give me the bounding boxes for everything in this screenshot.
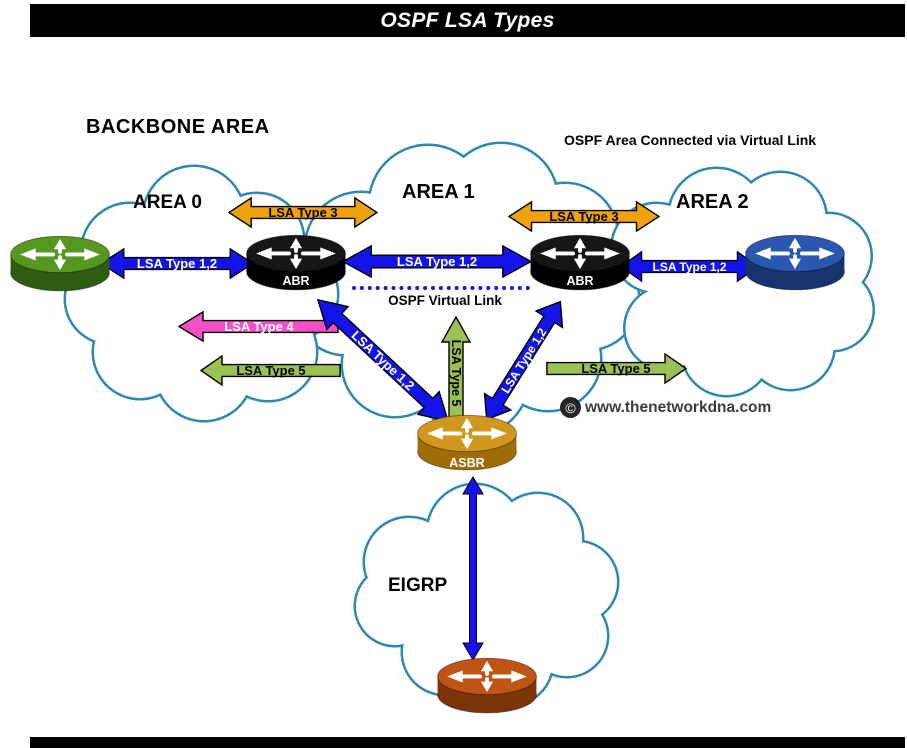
router-abr-right: ABR — [528, 232, 632, 294]
abr-left-label: ABR — [282, 274, 310, 288]
arrow-label: LSA Type 5 — [236, 363, 306, 378]
arrow-lsa-type5-left: LSA Type 5 — [201, 355, 341, 386]
area1-label: AREA 1 — [402, 181, 475, 203]
eigrp-label: EIGRP — [388, 575, 448, 596]
arrow-label: LSA Type 5 — [581, 361, 651, 376]
arrow-lsa-type12-left: LSA Type 1,2 — [101, 248, 253, 279]
arrow-lsa-type12-right: LSA Type 1,2 — [621, 251, 758, 282]
router-icon — [10, 235, 110, 292]
ospf-virtual-link-line — [352, 286, 530, 290]
router-icon — [437, 657, 537, 714]
watermark-text: www.thenetworkdna.com — [585, 398, 772, 416]
router-abr-left: ABR — [244, 232, 348, 294]
arrow-label: LSA Type 1,2 — [136, 256, 218, 271]
virtual-link-note: OSPF Area Connected via Virtual Link — [564, 132, 817, 148]
router-area0 — [8, 233, 112, 295]
arrow-label: LSA Type 3 — [549, 209, 619, 224]
ospf-virtual-link-label: OSPF Virtual Link — [388, 293, 502, 308]
page-title: OSPF LSA Types — [380, 8, 555, 32]
arrow-label: LSA Type 4 — [224, 319, 294, 334]
arrow-label: LSA Type 5 — [449, 339, 463, 407]
asbr-eigrp-link-arrow — [462, 476, 484, 661]
router-icon — [417, 414, 517, 471]
arrow-lsa-type5-right: LSA Type 5 — [546, 353, 686, 384]
abr-right-label: ABR — [566, 274, 594, 288]
title-bar: OSPF LSA Types — [30, 4, 905, 37]
router-eigrp — [435, 655, 539, 717]
arrow-lsa-type3-left: LSA Type 3 — [229, 197, 377, 228]
watermark: © www.thenetworkdna.com — [560, 397, 771, 418]
arrow-lsa-type12-diagonal-right: LSA Type 1,2 — [473, 293, 575, 428]
asbr-label: ASBR — [449, 456, 485, 470]
router-icon — [745, 234, 845, 291]
router-icon — [246, 234, 346, 291]
bottom-bar — [30, 737, 905, 748]
area2-label: AREA 2 — [676, 191, 749, 213]
router-icon — [530, 234, 630, 291]
router-area2 — [743, 232, 847, 294]
arrow-label: LSA Type 1,2 — [652, 259, 727, 274]
area0-label: AREA 0 — [133, 192, 202, 213]
backbone-area-label: BACKBONE AREA — [86, 116, 270, 138]
copyright-icon: © — [560, 397, 581, 418]
router-asbr: ASBR — [415, 412, 519, 474]
arrow-lsa-type3-right: LSA Type 3 — [509, 201, 659, 232]
arrow-label: LSA Type 1,2 — [396, 254, 478, 269]
arrow-lsa-type12-center: LSA Type 1,2 — [343, 245, 531, 278]
arrow-label: LSA Type 3 — [268, 205, 338, 220]
